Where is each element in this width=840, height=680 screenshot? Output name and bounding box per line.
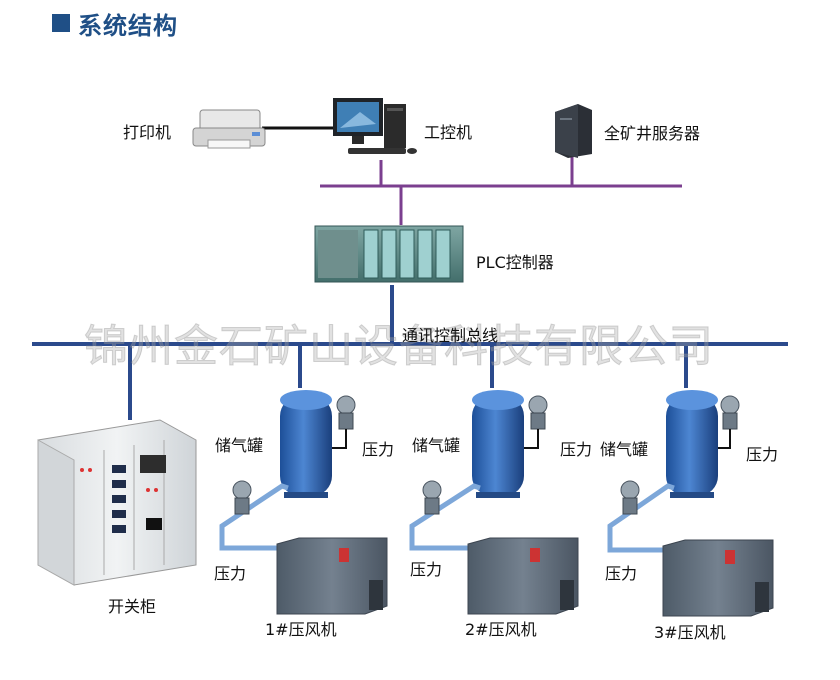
- pipe-pressure-label-2: 压力: [410, 560, 443, 579]
- compressor-label-1: 1#压风机: [265, 620, 337, 639]
- tank-pressure-sensor-icon-3-body: [722, 412, 738, 430]
- switchgear-label: 开关柜: [108, 597, 157, 616]
- compressor-1: [276, 537, 388, 615]
- tank-pressure-sensor-icon-2-body: [530, 412, 546, 430]
- compressor-vent-2: [560, 580, 574, 610]
- tank-pressure-sensor-icon-3: [720, 395, 740, 430]
- pipe-pressure-sensor-icon-1-body: [234, 497, 250, 515]
- tank-top-2: [472, 390, 524, 410]
- tank-pressure-sensor-icon-1-body: [338, 412, 354, 430]
- tank-label-3: 储气罐: [600, 440, 649, 459]
- pipe-pressure-label-1: 压力: [214, 564, 247, 583]
- compressor-2: [467, 537, 579, 615]
- tank-pressure-sensor-icon-3-head: [720, 395, 740, 415]
- page-title: 系统结构: [78, 11, 178, 40]
- tank-base-2: [476, 492, 520, 498]
- pipe-pressure-sensor-icon-3-head: [620, 480, 640, 500]
- pipe-pressure-sensor-icon-1-head: [232, 480, 252, 500]
- control-bus: [32, 285, 788, 420]
- tank-sensor-line-1: [332, 429, 347, 449]
- compressor-panel-2: [530, 548, 540, 562]
- switchgear-icon: [37, 419, 197, 586]
- plc-icon: [314, 225, 464, 283]
- office-network: [262, 126, 682, 225]
- workstation-label: 工控机: [424, 123, 473, 142]
- tank-top-1: [280, 390, 332, 410]
- pipe-pressure-sensor-icon-2-body: [424, 497, 440, 515]
- pipe-pressure-sensor-icon-3-body: [622, 497, 638, 515]
- compressor-panel-3: [725, 550, 735, 564]
- section-header: 系统结构: [52, 8, 178, 40]
- tank-pressure-label-2: 压力: [560, 440, 593, 459]
- compressor-3: [662, 539, 774, 617]
- tank-sensor-line-3: [718, 429, 731, 449]
- tank-label-2: 储气罐: [412, 436, 461, 455]
- air-pipe-3: [607, 483, 675, 553]
- pipe-pressure-label-3: 压力: [605, 564, 638, 583]
- compressor-panel-1: [339, 548, 349, 562]
- pipe-pressure-sensor-icon-2-head: [422, 480, 442, 500]
- bus-label: 通讯控制总线: [402, 326, 499, 345]
- compressor-label-3: 3#压风机: [654, 623, 726, 642]
- compressor-label-2: 2#压风机: [465, 620, 537, 639]
- plc-label: PLC控制器: [476, 253, 554, 272]
- workstation-icon: [333, 98, 417, 154]
- tank-pressure-sensor-icon-1: [336, 395, 356, 430]
- tank-3: [666, 396, 718, 496]
- tank-1: [280, 396, 332, 496]
- compressor-units: [219, 390, 774, 617]
- air-pipe-2: [409, 483, 481, 551]
- tank-pressure-sensor-icon-2-head: [528, 395, 548, 415]
- pipe-pressure-sensor-icon-2: [422, 480, 442, 515]
- tank-base-3: [670, 492, 714, 498]
- title-square-icon: [52, 14, 70, 32]
- tank-pressure-sensor-icon-1-head: [336, 395, 356, 415]
- tank-pressure-label-1: 压力: [362, 440, 395, 459]
- tank-top-3: [666, 390, 718, 410]
- pipe-pressure-sensor-icon-1: [232, 480, 252, 515]
- tank-sensor-line-2: [524, 429, 539, 449]
- server-label: 全矿井服务器: [604, 124, 701, 143]
- tank-2: [472, 396, 524, 496]
- compressor-vent-3: [755, 582, 769, 612]
- air-pipe-1: [219, 483, 289, 551]
- tank-base-1: [284, 492, 328, 498]
- server-icon: [555, 104, 592, 158]
- pipe-pressure-sensor-icon-3: [620, 480, 640, 515]
- tank-pressure-label-3: 压力: [746, 445, 779, 464]
- printer-label: 打印机: [123, 123, 172, 142]
- compressor-vent-1: [369, 580, 383, 610]
- tank-label-1: 储气罐: [215, 436, 264, 455]
- printer-icon: [192, 109, 266, 149]
- tank-pressure-sensor-icon-2: [528, 395, 548, 430]
